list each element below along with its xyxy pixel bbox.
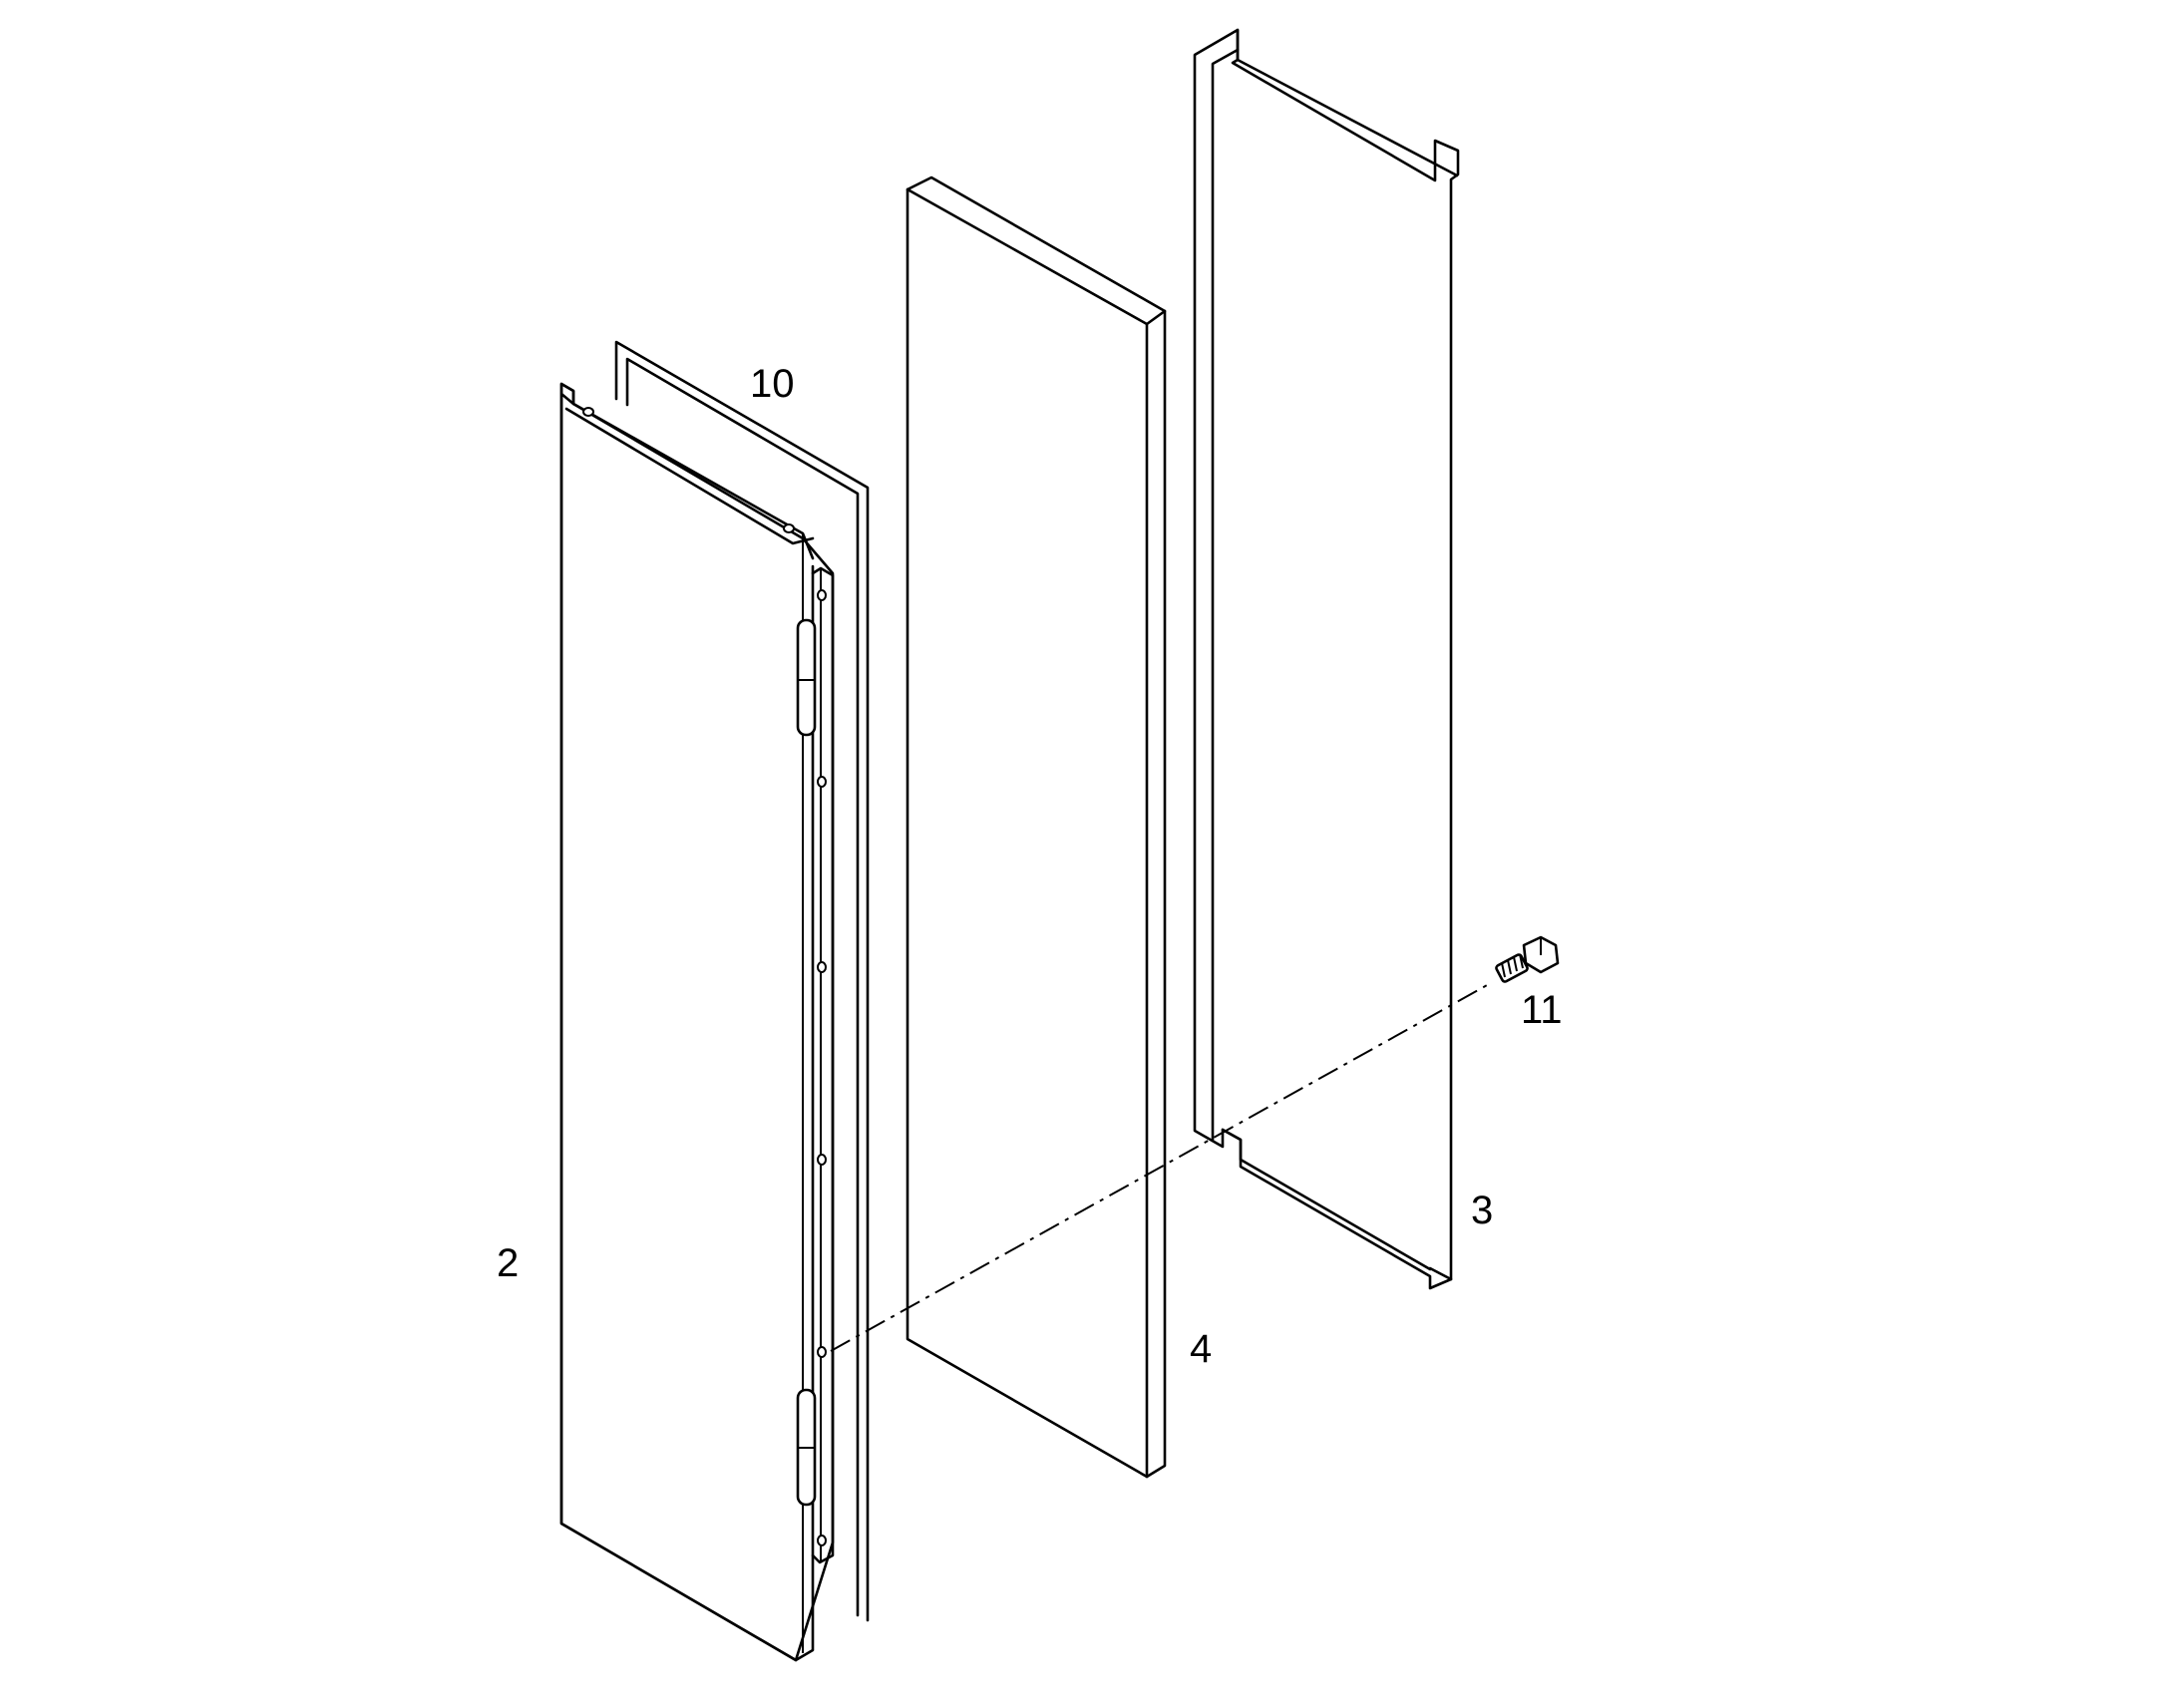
back-panel-part-3[interactable] bbox=[1193, 28, 1460, 1290]
callout-part-3: 3 bbox=[1471, 1189, 1493, 1232]
callout-part-10: 10 bbox=[750, 362, 795, 406]
callout-part-2: 2 bbox=[497, 1241, 519, 1285]
door-panel-part-2[interactable] bbox=[559, 382, 835, 1662]
gasket-frame-part-10[interactable] bbox=[614, 340, 870, 1622]
assembly-center-line bbox=[830, 983, 1490, 1352]
callout-part-11: 11 bbox=[1521, 988, 1563, 1032]
callout-part-4: 4 bbox=[1190, 1327, 1212, 1371]
screw-part-11[interactable] bbox=[1495, 935, 1560, 983]
insulation-panel-part-4[interactable] bbox=[906, 175, 1167, 1479]
